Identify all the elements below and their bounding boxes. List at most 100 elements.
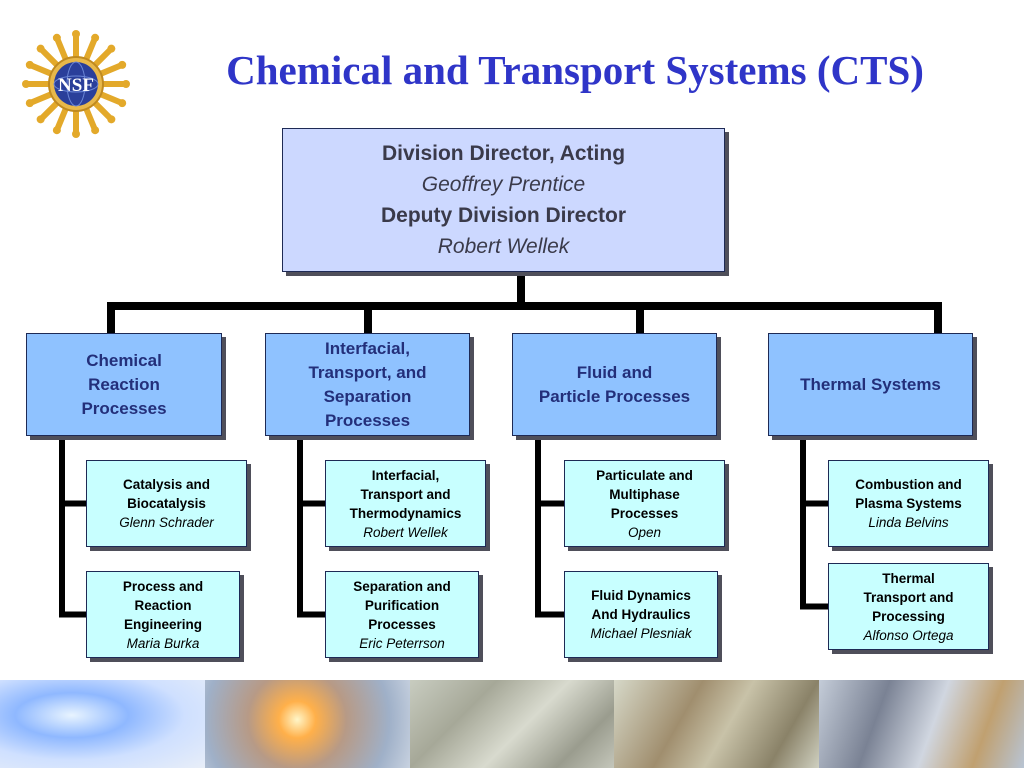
cluster-label-line: Reaction [88,374,160,394]
nsf-logo-ray-tip [118,99,127,108]
nsf-logo-ray-tip [91,126,100,135]
deputy-title: Deputy Division Director [380,204,627,227]
program-title-line: And Hydraulics [591,607,691,622]
connector-drop [364,302,372,333]
photo-laboratory [409,680,615,768]
director-title: Division Director, Acting [381,142,626,165]
photo-equipment [819,680,1024,768]
cluster-label-line: Fluid and [576,362,653,382]
program-title-line: Separation and [353,578,451,594]
program-director: Glenn Schrader [119,515,214,530]
connector-tree [800,436,806,610]
program-title-line: Fluid Dynamics [591,588,691,603]
connector-drop [636,302,644,333]
program-title-line: Transport and [360,486,451,502]
cluster-label-line: Particle Processes [538,386,691,406]
connector-branch [800,603,828,610]
cluster-label-line: Processes [324,410,411,430]
nsf-logo-text: NSF [58,75,94,96]
nsf-logo-ray-tip [91,33,100,42]
photo-researcher [614,680,820,768]
director-name: Geoffrey Prentice [421,173,586,196]
program-director: Open [627,524,662,540]
program-title-line: Processes [368,616,436,632]
connector-drop [934,302,942,333]
cluster-label-line: Thermal Systems [800,374,941,394]
program-title-line: Processing [872,608,945,624]
program-title-line: Biocatalysis [127,496,206,511]
connector-branch [800,500,828,507]
nsf-logo-ray-tip [118,60,127,69]
nsf-logo-ray-tip [25,60,34,69]
nsf-logo-ray-tip [107,115,116,124]
connector-trunk [517,272,525,306]
photo-orange-burst [204,680,410,768]
connector-tree [59,436,65,618]
connector-branch [297,611,325,618]
program-director: Michael Plesniak [590,626,692,641]
nsf-logo-ray-tip [122,80,130,88]
director-box: Division Director, Acting Geoffrey Prent… [282,128,725,272]
nsf-logo-ray [37,99,61,123]
cluster-label-line: Processes [81,398,167,418]
photo-strip [0,680,1024,768]
nsf-logo-ray-tip [36,115,45,124]
program-title-line: Multiphase [609,486,680,502]
program-title-line: Engineering [123,616,202,632]
program-director: Maria Burka [126,635,200,651]
program-title-line: Purification [364,597,440,613]
nsf-logo-ray-tip [25,99,34,108]
nsf-logo-ray-tip [72,30,80,38]
connector-tree [297,436,303,618]
connector-branch [59,500,86,507]
program-title-line: Interfacial, [371,467,440,483]
program-title-line: Particulate and [596,467,693,483]
nsf-logo-ray-tip [22,80,30,88]
photo-blue-light [0,680,205,768]
nsf-logo-ray [53,105,70,134]
program-title-line: Combustion and [855,477,962,492]
program-title-line: Catalysis and [122,477,211,492]
connector-branch [59,611,86,618]
program-title-line: Thermodynamics [349,505,462,521]
program-title-line: Processes [610,505,679,521]
connector-branch [297,500,325,507]
connector-tree [535,436,541,618]
nsf-logo-ray [53,34,70,63]
program-director: Robert Wellek [363,524,448,540]
cluster-box: Thermal Systems [768,333,973,436]
program-title-line: Process and [122,578,204,594]
nsf-logo-ray-tip [52,33,61,42]
program-title-line: Thermal [882,570,935,586]
program-title-line: Reaction [134,597,192,613]
nsf-logo-ray [91,99,115,123]
cluster-label-line: Interfacial, [324,338,411,358]
program-director: Linda Belvins [868,515,949,530]
cluster-label-line: Separation [323,386,412,406]
connector-branch [535,500,564,507]
nsf-logo-ray-tip [52,126,61,135]
nsf-logo-ray-tip [107,44,116,53]
connector-bus [107,302,942,310]
cluster-label-line: Transport, and [308,362,427,382]
nsf-logo-ray-tip [36,44,45,53]
nsf-logo: NSF [22,30,130,138]
page-title: Chemical and Transport Systems (CTS) [226,47,924,93]
deputy-name: Robert Wellek [437,235,570,258]
program-title-line: Transport and [863,589,954,605]
nsf-logo-ray [91,45,115,69]
program-title-line: Plasma Systems [855,496,962,511]
program-director: Eric Peterrson [359,635,445,651]
nsf-logo-ray-tip [72,130,80,138]
